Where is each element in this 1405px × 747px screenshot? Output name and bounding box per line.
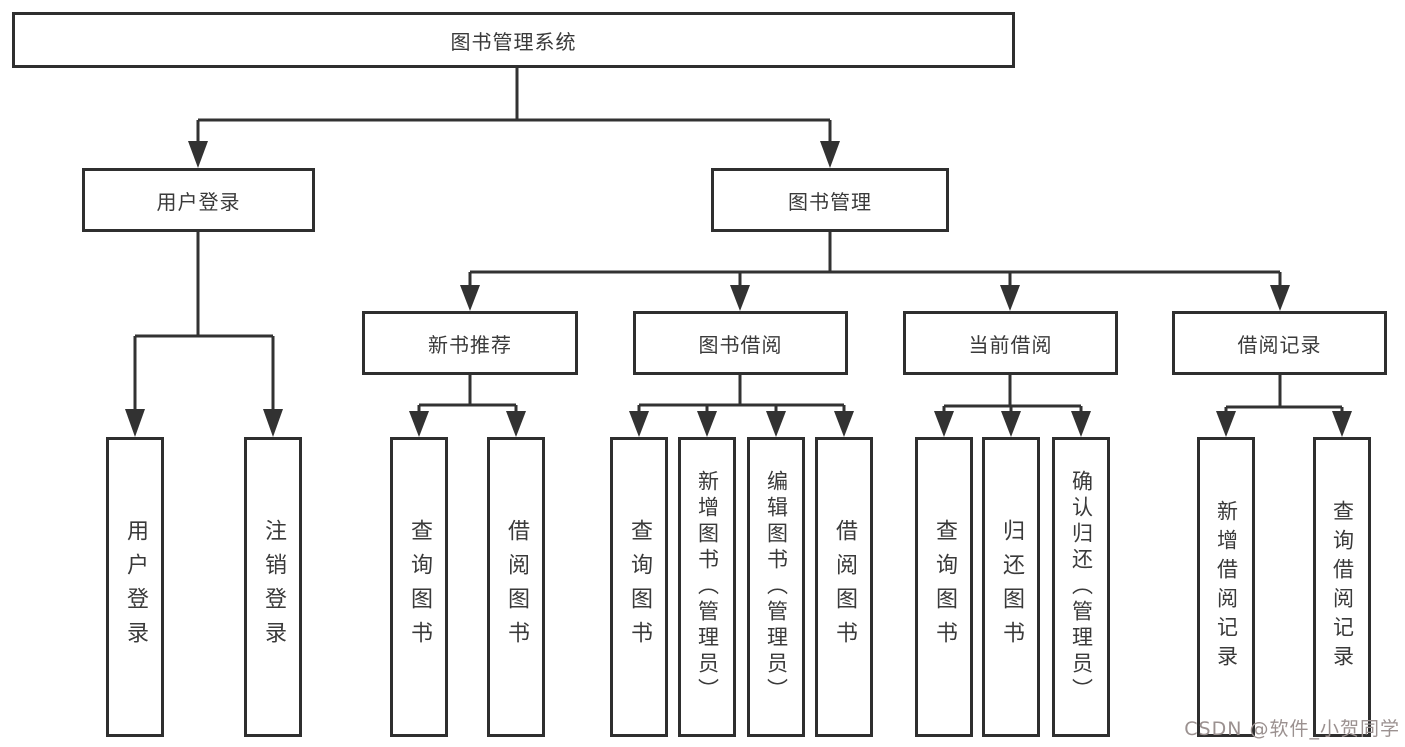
node-label: 借阅图书 bbox=[504, 519, 529, 655]
arrowhead bbox=[820, 141, 840, 168]
connector-user-login-children bbox=[133, 232, 275, 410]
connector-book-borrow-children bbox=[637, 375, 846, 412]
csdn-watermark: CSDN @软件_小贺同学 bbox=[1184, 718, 1400, 740]
node-current-borrow: 当前借阅 bbox=[903, 311, 1118, 375]
arrowhead bbox=[1000, 285, 1020, 311]
node-label: 图书借阅 bbox=[698, 332, 783, 357]
arrowhead bbox=[934, 411, 954, 437]
arrowhead bbox=[460, 285, 480, 311]
node-label: 查询图书 bbox=[407, 519, 432, 655]
node-label: 查询借阅记录 bbox=[1330, 500, 1355, 674]
arrowhead bbox=[1332, 411, 1352, 437]
node-label: 新书推荐 bbox=[428, 332, 512, 357]
node-label: 用户登录 bbox=[123, 519, 148, 655]
arrowhead bbox=[188, 141, 208, 168]
leaf-bb-query-books: 查询图书 bbox=[610, 437, 668, 737]
arrowhead bbox=[730, 285, 750, 311]
node-label: 查询图书 bbox=[932, 519, 957, 655]
leaf-user-login: 用户登录 bbox=[106, 437, 164, 737]
leaf-br-query-record: 查询借阅记录 bbox=[1313, 437, 1371, 737]
connector-root-to-level2 bbox=[196, 68, 832, 142]
node-label: 图书管理系统 bbox=[450, 29, 577, 54]
node-label: 借阅记录 bbox=[1237, 332, 1322, 357]
node-book-management: 图书管理 bbox=[711, 168, 949, 232]
arrowhead bbox=[506, 411, 526, 437]
node-new-book-recommend: 新书推荐 bbox=[362, 311, 578, 375]
leaf-cb-query-books: 查询图书 bbox=[915, 437, 973, 737]
node-label: 借阅图书 bbox=[832, 519, 857, 655]
node-label: 新增借阅记录 bbox=[1214, 500, 1239, 674]
arrowhead bbox=[1001, 411, 1021, 437]
arrowhead bbox=[697, 411, 717, 437]
leaf-bb-add-books-admin: 新增图书（管理员） bbox=[678, 437, 736, 737]
node-label: 查询图书 bbox=[627, 519, 652, 655]
node-book-borrow: 图书借阅 bbox=[633, 311, 848, 375]
node-label: 确认归还（管理员） bbox=[1069, 470, 1094, 704]
arrowhead bbox=[766, 411, 786, 437]
connector-book-management-children bbox=[468, 232, 1282, 286]
leaf-bb-borrow-books: 借阅图书 bbox=[815, 437, 873, 737]
arrowhead bbox=[1216, 411, 1236, 437]
arrowhead bbox=[263, 409, 283, 437]
leaf-br-add-record: 新增借阅记录 bbox=[1197, 437, 1255, 737]
arrowhead bbox=[629, 411, 649, 437]
leaf-nb-query-books: 查询图书 bbox=[390, 437, 448, 737]
connector-borrow-records-children bbox=[1224, 375, 1344, 412]
node-label: 归还图书 bbox=[999, 519, 1024, 655]
leaf-nb-borrow-books: 借阅图书 bbox=[487, 437, 545, 737]
arrowhead bbox=[1071, 411, 1091, 437]
arrowhead bbox=[834, 411, 854, 437]
node-label: 编辑图书（管理员） bbox=[764, 470, 789, 704]
node-label: 图书管理 bbox=[788, 189, 872, 214]
node-label: 当前借阅 bbox=[968, 332, 1053, 357]
leaf-cb-return-books: 归还图书 bbox=[982, 437, 1040, 737]
node-label: 用户登录 bbox=[156, 189, 241, 214]
node-label: 注销登录 bbox=[261, 519, 286, 655]
arrowhead bbox=[409, 411, 429, 437]
node-label: 新增图书（管理员） bbox=[695, 470, 720, 704]
node-borrow-records: 借阅记录 bbox=[1172, 311, 1387, 375]
connector-new-book-recommend-children bbox=[417, 375, 518, 412]
connector-current-borrow-children bbox=[942, 375, 1083, 412]
node-user-login: 用户登录 bbox=[82, 168, 315, 232]
leaf-logout: 注销登录 bbox=[244, 437, 302, 737]
arrowhead bbox=[1270, 285, 1290, 311]
leaf-bb-edit-books-admin: 编辑图书（管理员） bbox=[747, 437, 805, 737]
root-node: 图书管理系统 bbox=[12, 12, 1015, 68]
arrowhead bbox=[125, 409, 145, 437]
leaf-cb-confirm-return-admin: 确认归还（管理员） bbox=[1052, 437, 1110, 737]
